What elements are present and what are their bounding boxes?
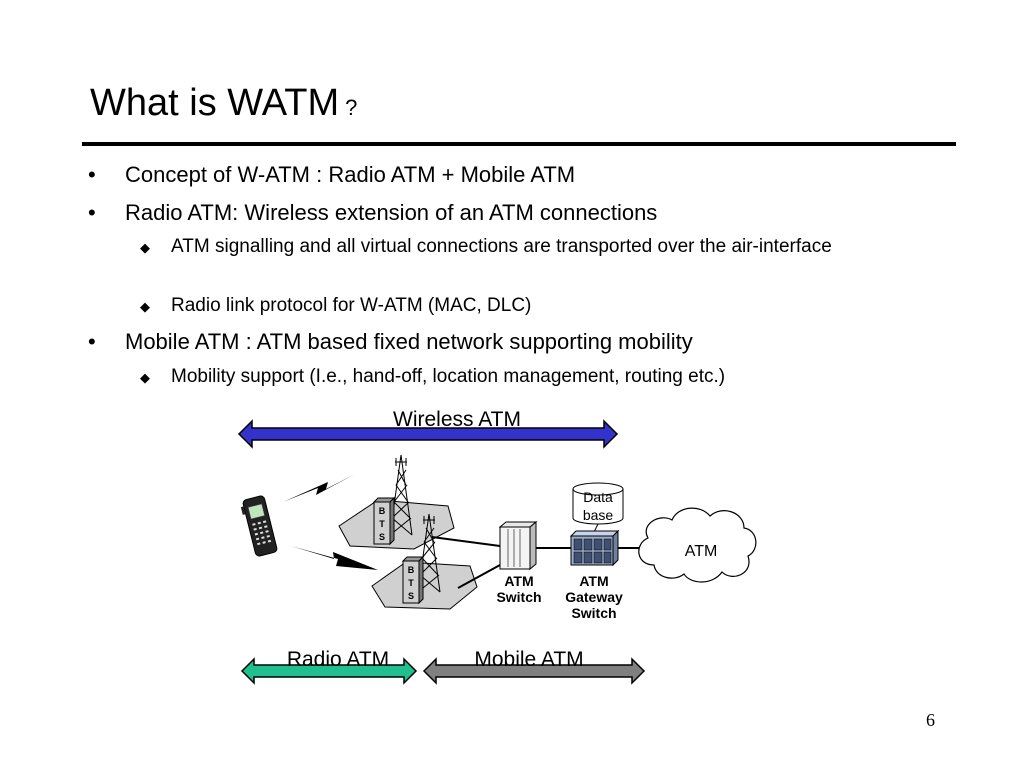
atm-switch-icon (498, 520, 538, 571)
atm-switch-label: Switch (496, 589, 541, 605)
mobile-atm-arrow-shape (422, 657, 646, 685)
bts-letter: T (408, 578, 414, 588)
slide-title: What is WATM? (90, 80, 357, 131)
slide-title-question-mark: ? (345, 95, 358, 120)
wireless-atm-arrow-shape (237, 419, 619, 449)
radio-tower-icon (389, 454, 413, 536)
radio-atm-arrow-shape (240, 657, 418, 685)
bts-letter: B (408, 565, 415, 575)
radio-atm-arrow: Radio ATM (240, 648, 418, 685)
bts-letter: T (379, 519, 385, 529)
bts-letter: S (408, 591, 414, 601)
radio-link-bolt-icon (283, 474, 355, 502)
database-label: base (583, 507, 614, 523)
bts-switch-link (457, 564, 501, 589)
gateway-label: Switch (571, 605, 616, 621)
atm-cloud-label: ATM (685, 543, 718, 560)
mobile-phone-icon (240, 495, 278, 557)
atm-network-cloud-icon: ATM (638, 507, 757, 583)
database-icon: Data base (572, 482, 624, 525)
bts-switch-link (431, 536, 501, 547)
bts-letter: B (379, 506, 386, 516)
radio-link-bolt-icon (291, 546, 378, 570)
cell-area-plate (338, 499, 455, 550)
slide-title-text: What is WATM (90, 82, 340, 124)
wireless-atm-arrow: Wireless ATM (237, 408, 619, 449)
radio-atm-label: Radio ATM (287, 648, 389, 671)
bts-letter: S (379, 532, 385, 542)
bts-box: B T S (372, 496, 396, 546)
page-number: 6 (926, 710, 935, 730)
title-divider (82, 142, 956, 146)
wireless-atm-label: Wireless ATM (393, 408, 521, 431)
atm-gateway-switch-icon (569, 529, 620, 567)
bts-box: B T S (401, 555, 425, 605)
mobile-atm-arrow: Mobile ATM (422, 648, 646, 685)
atm-switch-label: ATM (504, 573, 533, 589)
database-label: Data (583, 489, 613, 505)
mobile-atm-label: Mobile ATM (474, 648, 583, 671)
gateway-label: ATM (579, 573, 608, 589)
gateway-label: Gateway (565, 589, 623, 605)
